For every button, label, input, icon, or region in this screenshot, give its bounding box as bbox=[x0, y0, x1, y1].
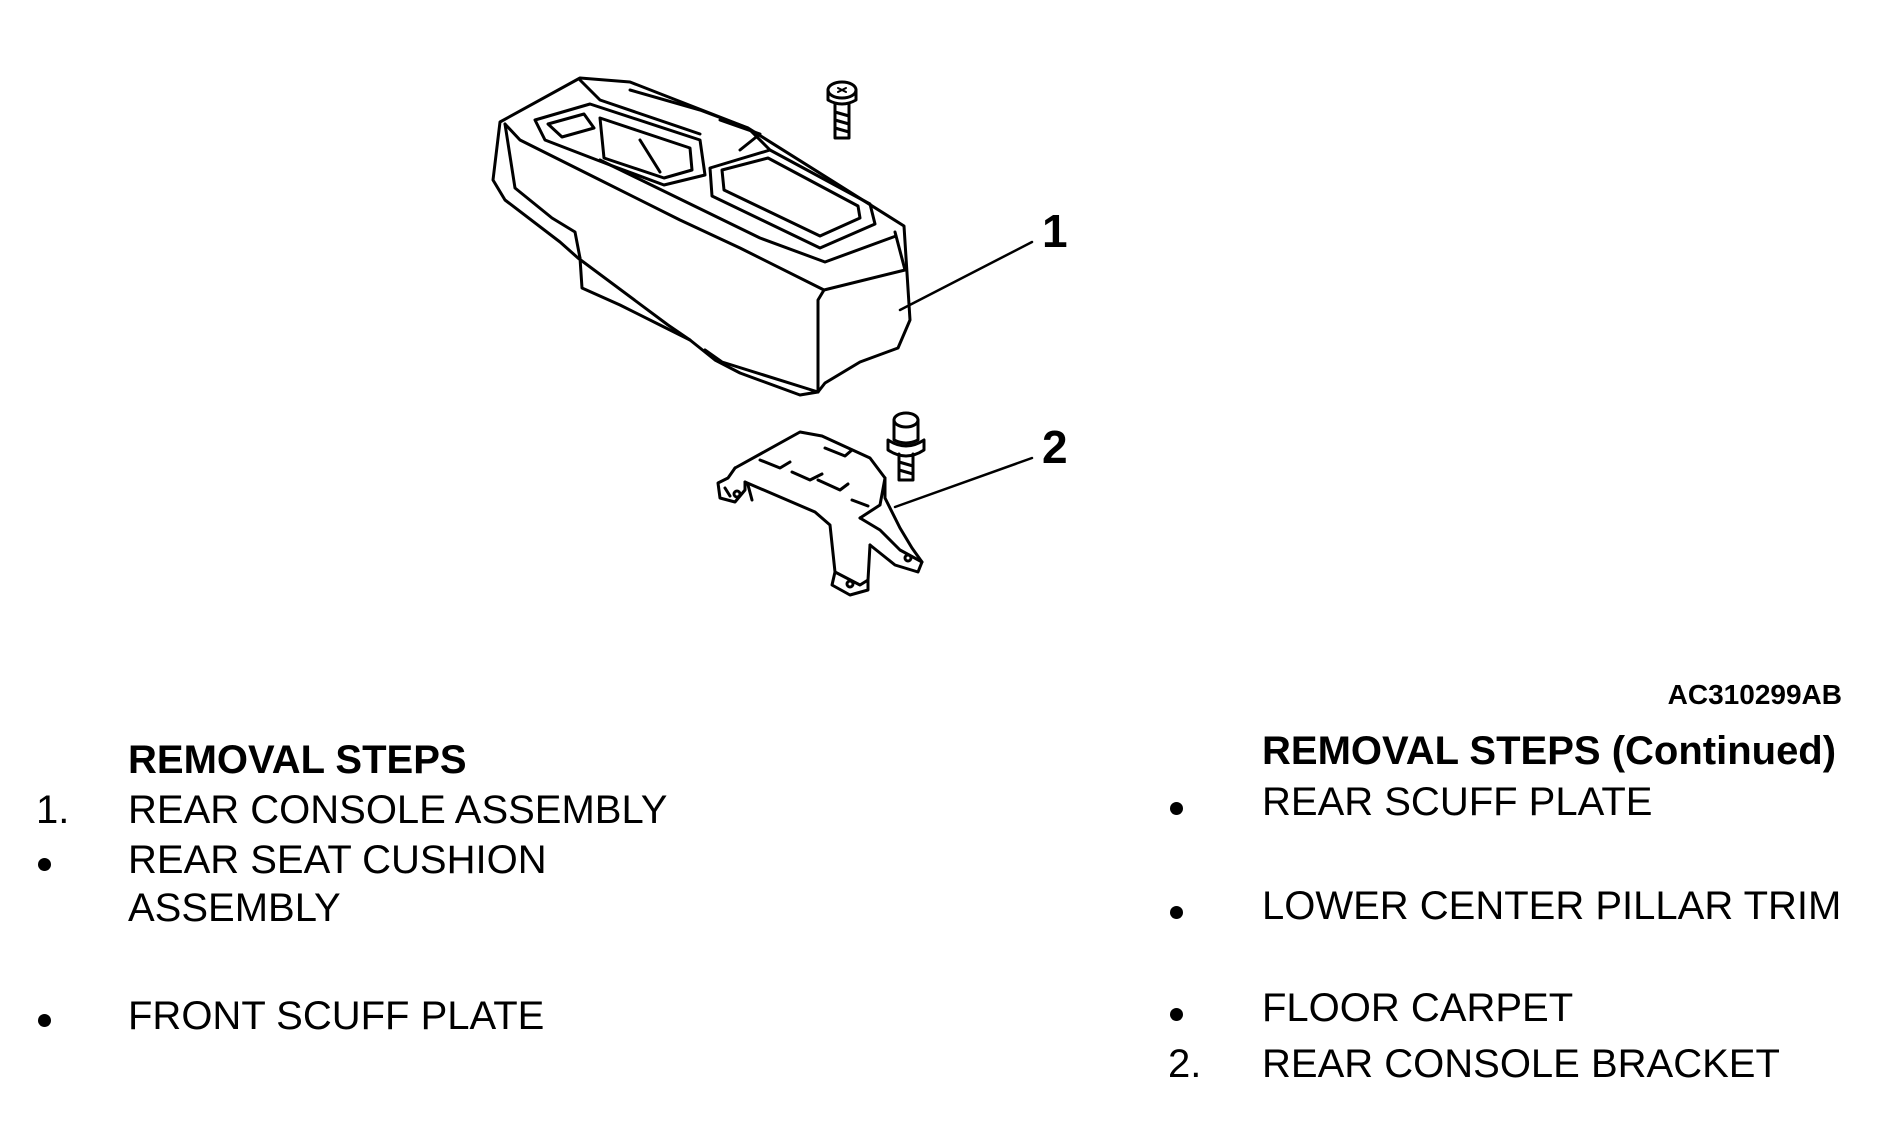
bullet-icon bbox=[38, 858, 51, 871]
step-rear-console-bracket: REAR CONSOLE BRACKET bbox=[1262, 1042, 1780, 1086]
step-number: 2. bbox=[1168, 1042, 1202, 1086]
step-floor-carpet: FLOOR CARPET bbox=[1262, 986, 1574, 1030]
leader-line-1 bbox=[898, 240, 1034, 312]
step-rear-console-assembly: REAR CONSOLE ASSEMBLY bbox=[128, 788, 668, 832]
step-rear-seat-cushion: REAR SEAT CUSHION bbox=[128, 838, 547, 882]
bullet-icon bbox=[1170, 802, 1183, 815]
callout-1: 1 bbox=[1042, 205, 1068, 257]
console-screw bbox=[826, 80, 858, 140]
exploded-view-diagram bbox=[491, 76, 1034, 597]
bracket-bolt bbox=[886, 411, 926, 482]
figure-code: AC310299AB bbox=[1667, 679, 1842, 710]
step-number: 1. bbox=[36, 788, 70, 832]
removal-steps-continued-heading: REMOVAL STEPS (Continued) bbox=[1262, 729, 1837, 773]
bullet-icon bbox=[1170, 906, 1183, 919]
step-rear-seat-cushion-line2: ASSEMBLY bbox=[128, 886, 341, 930]
callout-2: 2 bbox=[1042, 421, 1068, 473]
bullet-icon bbox=[38, 1014, 51, 1027]
step-rear-scuff-plate: REAR SCUFF PLATE bbox=[1262, 780, 1653, 824]
step-front-scuff-plate: FRONT SCUFF PLATE bbox=[128, 994, 545, 1038]
step-lower-center-pillar-trim: LOWER CENTER PILLAR TRIM bbox=[1262, 884, 1842, 928]
bullet-icon bbox=[1170, 1008, 1183, 1021]
rear-console-bracket bbox=[716, 430, 924, 597]
leader-line-2 bbox=[893, 456, 1034, 509]
removal-steps-heading: REMOVAL STEPS bbox=[128, 738, 467, 782]
rear-console-assembly bbox=[491, 76, 912, 397]
